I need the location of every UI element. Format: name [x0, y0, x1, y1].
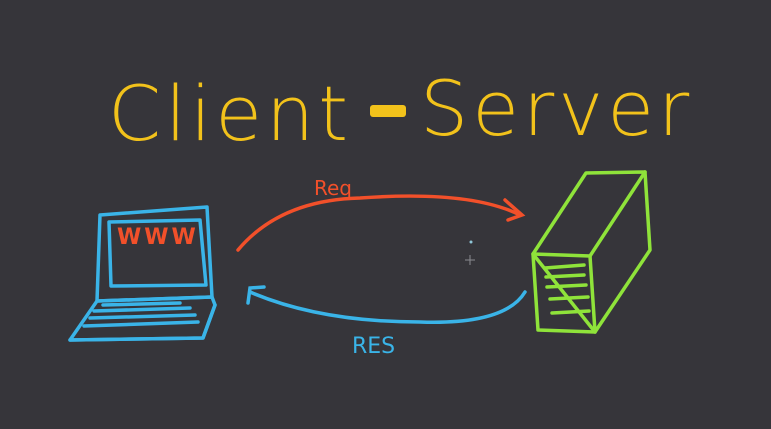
- title-client: Client: [108, 69, 352, 158]
- cursor-icon: [465, 240, 475, 265]
- server-icon: [531, 170, 652, 334]
- response-arrow: [246, 285, 527, 324]
- laptop-icon: [68, 205, 217, 342]
- request-arrow: [236, 194, 526, 252]
- screen-text: WWW: [117, 225, 199, 250]
- title-dash: [370, 105, 406, 117]
- title-server: Server: [420, 64, 693, 153]
- title: Client Server: [108, 64, 693, 158]
- request-label: Req: [314, 176, 352, 200]
- response-label: RES: [352, 334, 395, 359]
